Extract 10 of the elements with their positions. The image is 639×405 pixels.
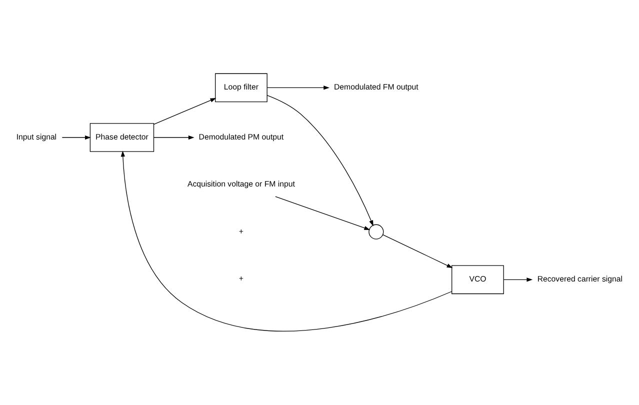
arrow <box>504 278 533 282</box>
node-circle <box>368 224 384 240</box>
arrow <box>154 135 194 140</box>
arrow <box>120 150 452 332</box>
arrow <box>266 86 330 90</box>
arrow <box>275 196 370 230</box>
arrow <box>62 135 91 140</box>
arrow <box>154 98 216 125</box>
arrow <box>382 234 453 268</box>
arrow <box>266 94 374 226</box>
